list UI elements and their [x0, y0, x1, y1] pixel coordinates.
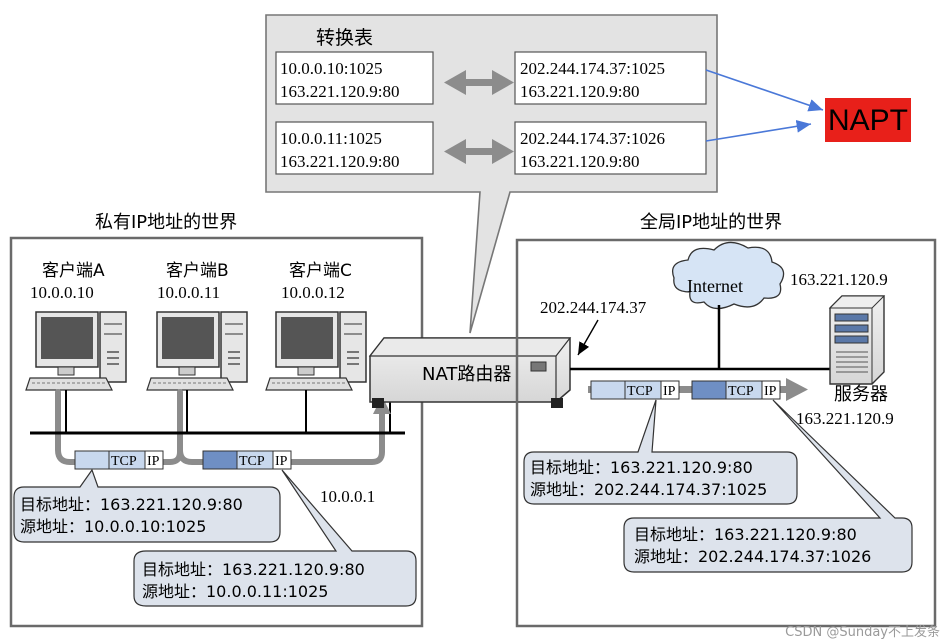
nat-router-icon	[368, 337, 572, 408]
napt-pointer-2	[705, 119, 812, 142]
global-callout-2-src: 源地址：202.244.174.37:1026	[634, 547, 871, 566]
internet-cloud-icon	[671, 241, 785, 310]
server-ip-bottom: 163.221.120.9	[796, 409, 894, 428]
private-world-title: 私有IP地址的世界	[95, 212, 237, 233]
private-entry-2-dest: 163.221.120.9:80	[280, 152, 399, 171]
table-title: 转换表	[316, 27, 373, 49]
client-c-ip: 10.0.0.12	[281, 283, 345, 302]
mapping-arrow-2	[444, 139, 514, 164]
client-c-name: 客户端C	[289, 261, 352, 281]
napt-badge	[825, 98, 911, 142]
global-callout-1: 目标地址：163.221.120.9:80 源地址：202.244.174.37…	[523, 399, 798, 505]
mapping-arrow-1	[444, 70, 514, 95]
private-entry-box-2	[275, 121, 434, 175]
watermark: CSDN @Sunday不上发条	[785, 624, 940, 640]
private-world-frame	[9, 236, 424, 628]
public-entry-1-addr: 202.244.174.37:1025	[520, 59, 665, 78]
public-entry-box-2	[514, 121, 707, 175]
napt-label: NAPT	[828, 104, 908, 137]
client-a-computer-icon	[25, 311, 127, 391]
private-callout-1-dest: 目标地址：163.221.120.9:80	[20, 495, 243, 514]
global-world-title: 全局IP地址的世界	[640, 212, 782, 233]
internet-label: Internet	[687, 276, 743, 296]
global-packet-1-ip: IP	[663, 384, 676, 399]
private-packet-1-ip: IP	[147, 454, 160, 469]
private-packet-2-tcp: TCP	[239, 454, 265, 469]
private-callout-2: 目标地址：163.221.120.9:80 源地址：10.0.0.11:1025	[133, 469, 417, 607]
global-callout-1-src: 源地址：202.244.174.37:1025	[530, 480, 767, 499]
public-entry-2-dest: 163.221.120.9:80	[520, 152, 639, 171]
public-entry-2-addr: 202.244.174.37:1026	[520, 129, 665, 148]
global-packet-1-tcp: TCP	[627, 384, 653, 399]
client-b-name: 客户端B	[166, 261, 229, 281]
nat-router-label: NAT路由器	[422, 364, 511, 385]
global-packet-2-ip: IP	[764, 384, 777, 399]
private-packet-2: TCP IP	[202, 450, 292, 470]
client-b-ip: 10.0.0.11	[157, 283, 220, 302]
client-a-ip: 10.0.0.10	[30, 283, 94, 302]
private-packet-1-tcp: TCP	[111, 454, 137, 469]
global-packet-1: TCP IP	[590, 380, 680, 400]
server-label: 服务器	[834, 384, 888, 405]
global-callout-2-dest: 目标地址：163.221.120.9:80	[634, 525, 857, 544]
router-public-ip-pointer	[577, 319, 599, 356]
global-packet-2-tcp: TCP	[728, 384, 754, 399]
private-callout-1-src: 源地址：10.0.0.10:1025	[20, 517, 206, 536]
global-callout-1-dest: 目标地址：163.221.120.9:80	[530, 458, 753, 477]
public-entry-box-1	[514, 51, 707, 105]
private-entry-1-addr: 10.0.0.10:1025	[280, 59, 382, 78]
global-callout-2: 目标地址：163.221.120.9:80 源地址：202.244.174.37…	[623, 399, 913, 573]
global-packet-2: TCP IP	[691, 380, 781, 400]
global-flow-arrowhead	[786, 378, 808, 401]
private-entry-1-dest: 163.221.120.9:80	[280, 82, 399, 101]
client-a-name: 客户端A	[42, 261, 105, 281]
router-public-ip: 202.244.174.37	[540, 298, 647, 317]
private-callout-2-src: 源地址：10.0.0.11:1025	[142, 582, 328, 601]
global-flow-bar	[588, 386, 788, 393]
client-b-computer-icon	[146, 311, 248, 391]
translation-table-panel: 转换表 10.0.0.10:1025 163.221.120.9:80 202.…	[265, 14, 718, 334]
private-entry-2-addr: 10.0.0.11:1025	[280, 129, 382, 148]
public-entry-1-dest: 163.221.120.9:80	[520, 82, 639, 101]
private-packet-2-ip: IP	[275, 454, 288, 469]
client-c-computer-icon	[265, 311, 367, 391]
private-callout-2-dest: 目标地址：163.221.120.9:80	[142, 560, 365, 579]
napt-pointer-1	[705, 69, 824, 112]
private-packet-1: TCP IP	[74, 450, 164, 470]
private-callout-1: 目标地址：163.221.120.9:80 源地址：10.0.0.10:1025	[13, 468, 281, 543]
server-ip-top: 163.221.120.9	[790, 270, 888, 289]
private-entry-box-1	[275, 51, 434, 105]
server-icon	[828, 295, 886, 385]
global-world-frame	[515, 238, 937, 628]
gateway-ip: 10.0.0.1	[320, 487, 375, 506]
